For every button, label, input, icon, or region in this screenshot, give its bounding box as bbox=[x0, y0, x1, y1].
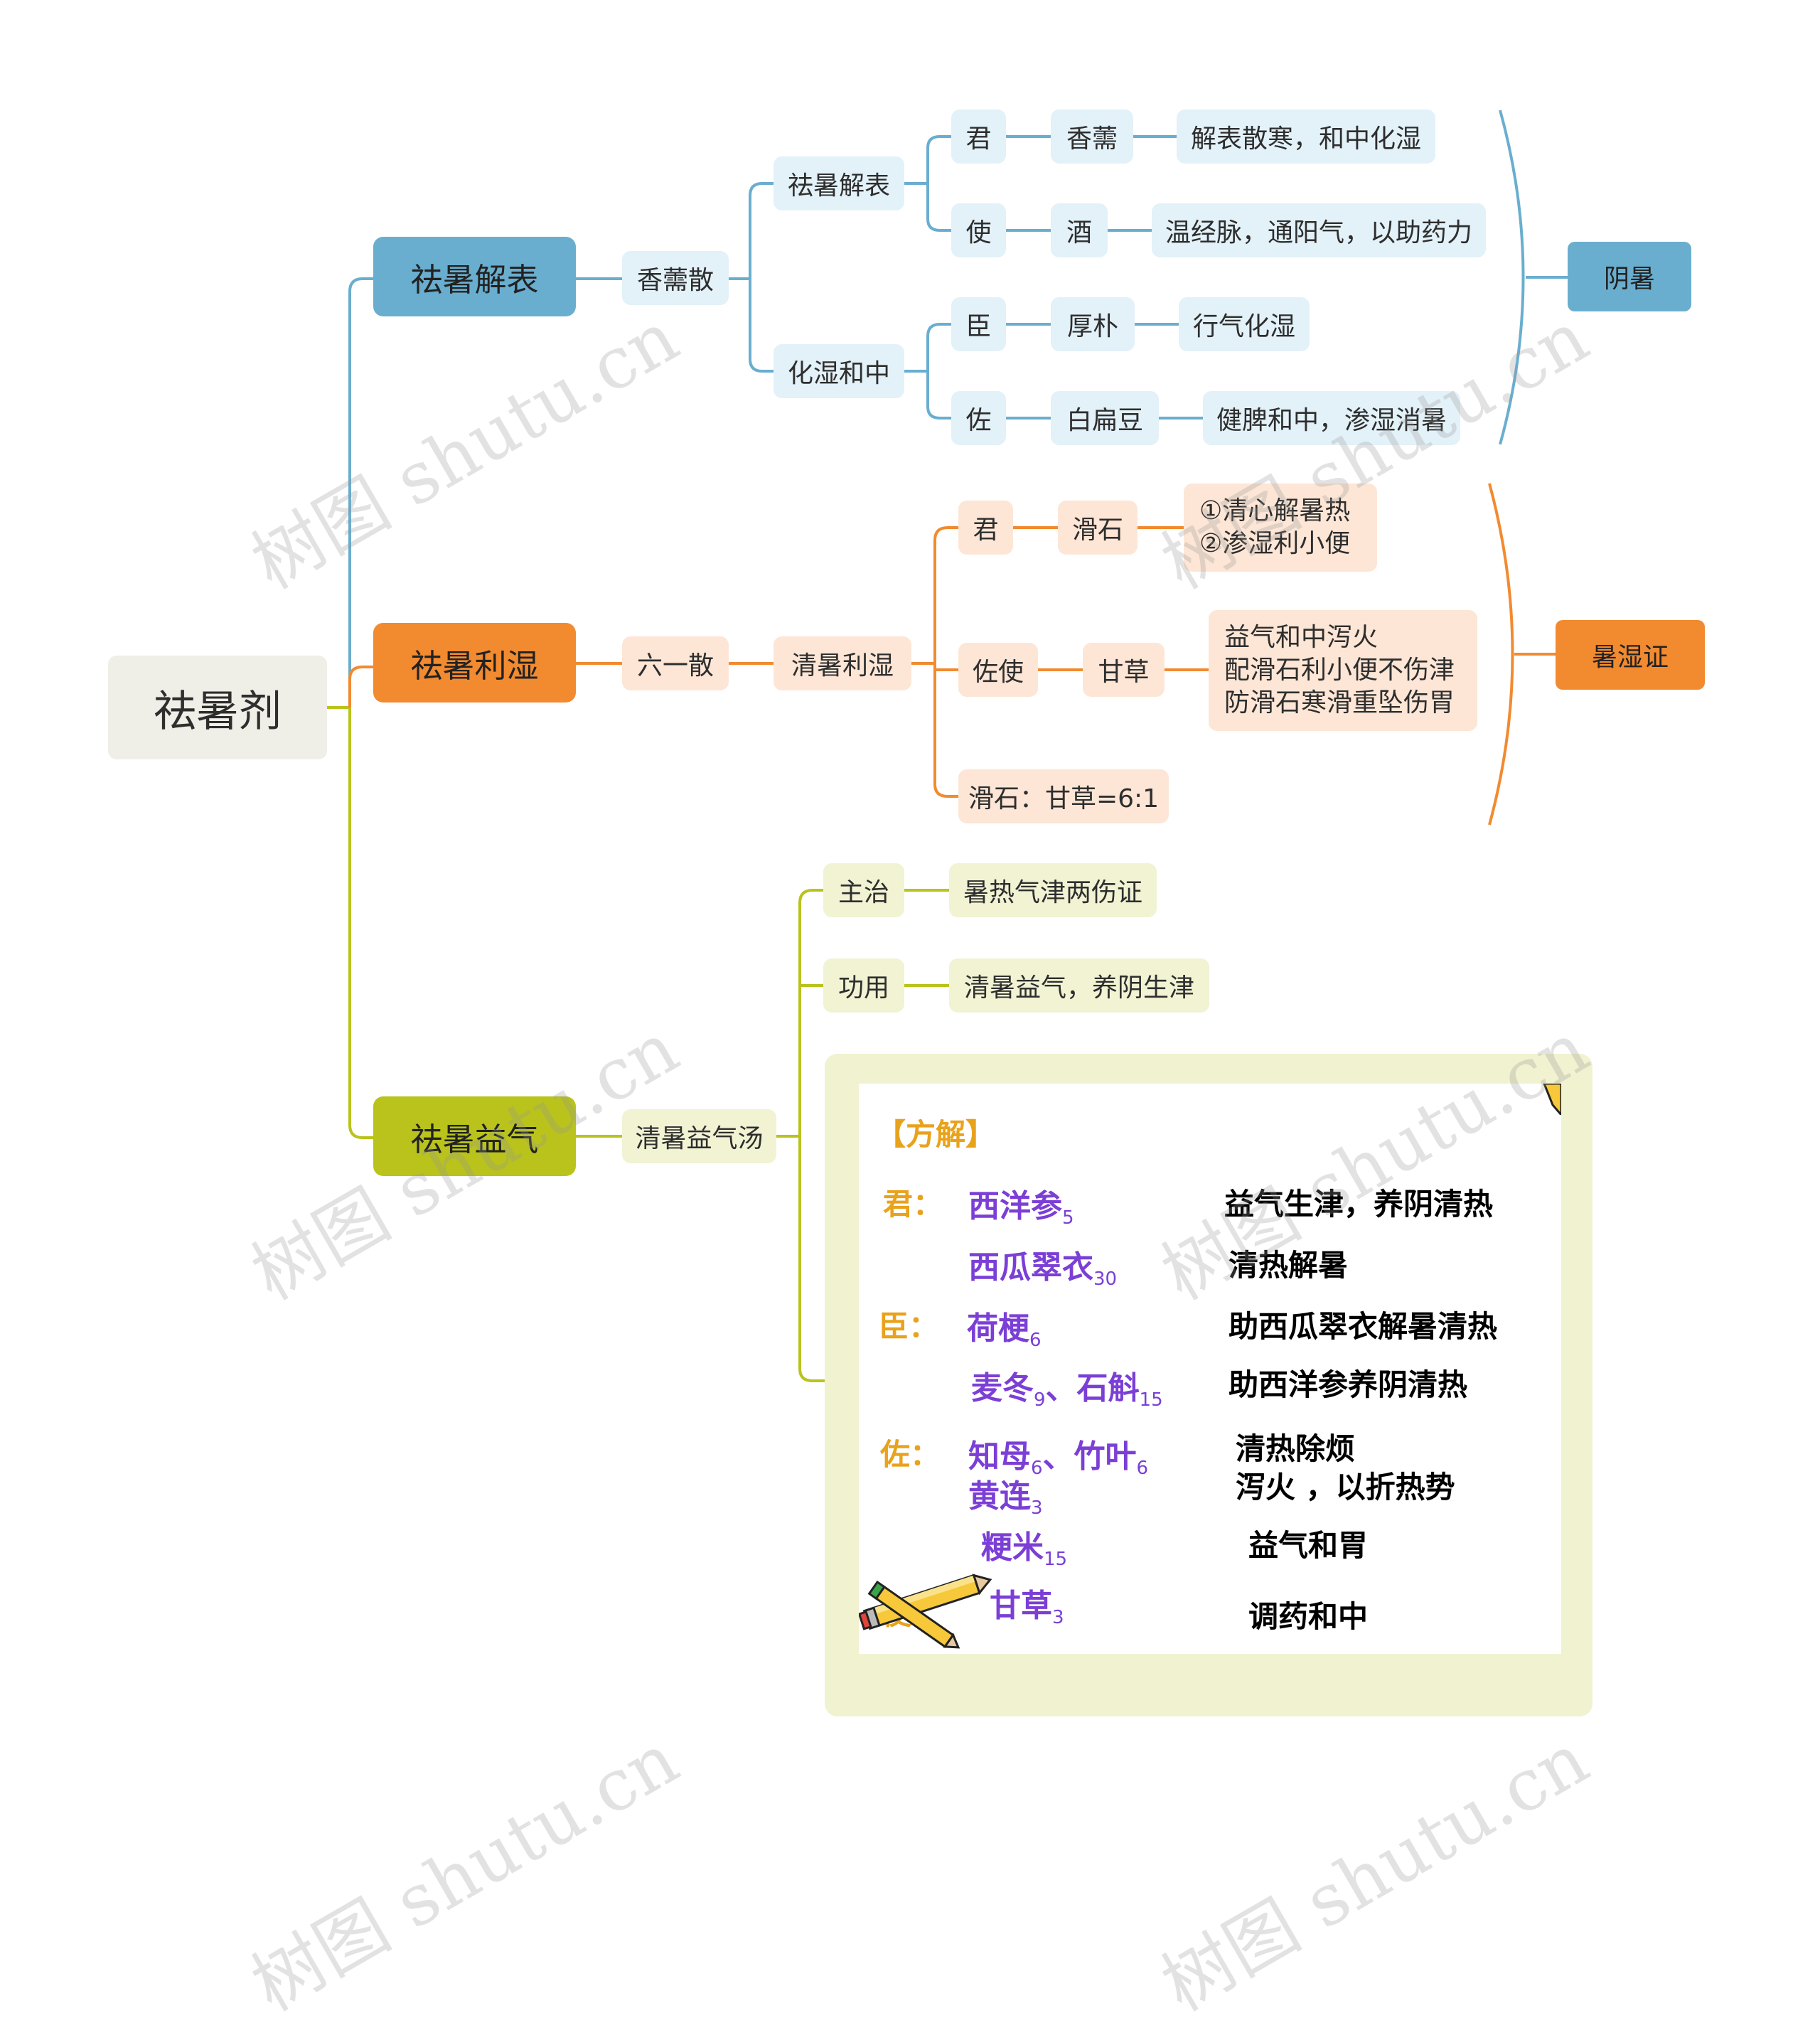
herb-xiangru[interactable]: 香薷 bbox=[1051, 109, 1133, 164]
fangjie-herb-xiguacuiyi: 西瓜翠衣30 bbox=[968, 1249, 1118, 1290]
fangjie-effect-4: 助西洋参养阴清热 bbox=[1228, 1367, 1468, 1402]
mindmap-connectors bbox=[327, 109, 1568, 1382]
effect-xiangru[interactable]: 解表散寒，和中化湿 bbox=[1177, 109, 1435, 164]
effect-baibiandou[interactable]: 健脾和中，渗湿消暑 bbox=[1203, 391, 1460, 445]
fangjie-effect-2: 清热解暑 bbox=[1228, 1248, 1349, 1283]
herb-houpu[interactable]: 厚朴 bbox=[1051, 297, 1135, 351]
fangjie-role-jun: 君： bbox=[883, 1187, 943, 1222]
role-jun-2[interactable]: 君 bbox=[958, 501, 1013, 555]
effect-houpu[interactable]: 行气化湿 bbox=[1179, 297, 1310, 351]
indication-label[interactable]: 主治 bbox=[823, 863, 904, 917]
fangjie-effect-1: 益气生津，养阴清热 bbox=[1224, 1187, 1494, 1222]
root-node[interactable]: 祛暑剂 bbox=[108, 656, 327, 759]
summary-shushizheng[interactable]: 暑湿证 bbox=[1556, 620, 1705, 690]
fangjie-herb-zhimu-zhuye: 知母6、竹叶6 bbox=[968, 1438, 1149, 1479]
fangjie-herb-hegeng: 荷梗6 bbox=[967, 1310, 1042, 1351]
herb-huashi[interactable]: 滑石 bbox=[1058, 501, 1138, 555]
fangjie-herb-maidong-shihu: 麦冬9、石斛15 bbox=[971, 1370, 1163, 1411]
fangjie-effect-6: 益气和胃 bbox=[1248, 1528, 1369, 1563]
role-zuo[interactable]: 佐 bbox=[951, 391, 1006, 445]
role-chen[interactable]: 臣 bbox=[951, 297, 1006, 351]
fangjie-herb-huanglian: 黄连3 bbox=[968, 1478, 1043, 1519]
fangjie-effect-5b: 泻火 ，以折热势 bbox=[1236, 1470, 1455, 1505]
formula-xiangrusan[interactable]: 香薷散 bbox=[622, 251, 729, 305]
effect-jiu[interactable]: 温经脉，通阳气，以助药力 bbox=[1152, 203, 1486, 257]
herb-gancao[interactable]: 甘草 bbox=[1083, 643, 1165, 697]
function-value[interactable]: 清暑益气，养阴生津 bbox=[949, 958, 1209, 1013]
ratio-huashi-gancao[interactable]: 滑石：甘草=6:1 bbox=[958, 769, 1169, 823]
effect-gancao[interactable]: 益气和中泻火 配滑石利小便不伤津 防滑石寒滑重坠伤胃 bbox=[1209, 610, 1477, 731]
formula-liuyisan[interactable]: 六一散 bbox=[622, 636, 729, 690]
role-jun[interactable]: 君 bbox=[951, 109, 1006, 164]
role-zuoshi[interactable]: 佐使 bbox=[958, 643, 1038, 697]
group-qushu-jiebiao[interactable]: 祛暑解表 bbox=[774, 156, 904, 210]
fangjie-herb-jingmi: 粳米15 bbox=[981, 1529, 1068, 1570]
summary-yinshu[interactable]: 阴暑 bbox=[1568, 242, 1691, 311]
root-label: 祛暑剂 bbox=[154, 686, 282, 737]
formula-qingshu-yiqi-tang[interactable]: 清暑益气汤 bbox=[622, 1109, 776, 1163]
herb-jiu[interactable]: 酒 bbox=[1051, 203, 1108, 257]
branch-qushu-lishi[interactable]: 祛暑利湿 bbox=[373, 623, 576, 703]
group-huashi-hezhong[interactable]: 化湿和中 bbox=[774, 344, 904, 398]
herb-baibiandou[interactable]: 白扁豆 bbox=[1051, 391, 1159, 445]
function-label[interactable]: 功用 bbox=[823, 958, 904, 1013]
fangjie-herb-gancao: 甘草3 bbox=[990, 1588, 1064, 1628]
fangjie-title: 【方解】 bbox=[876, 1117, 996, 1152]
fangjie-herb-xiyangshen: 西洋参5 bbox=[968, 1188, 1074, 1229]
pencil-icon bbox=[859, 1574, 992, 1649]
role-shi[interactable]: 使 bbox=[951, 203, 1006, 257]
fangjie-effect-3: 助西瓜翠衣解暑清热 bbox=[1228, 1309, 1498, 1344]
fangjie-role-chen: 臣： bbox=[879, 1309, 939, 1344]
fangjie-effect-5a: 清热除烦 bbox=[1236, 1431, 1356, 1466]
fangjie-effect-7: 调药和中 bbox=[1248, 1599, 1369, 1634]
fangjie-role-zuo: 佐： bbox=[880, 1437, 941, 1472]
branch-qushu-yiqi[interactable]: 祛暑益气 bbox=[373, 1096, 576, 1176]
branch-qushu-jiebiao[interactable]: 祛暑解表 bbox=[373, 237, 576, 316]
pencil-tip-icon bbox=[1543, 1084, 1561, 1115]
effect-huashi[interactable]: ①清心解暑热 ②渗湿利小便 bbox=[1184, 484, 1377, 572]
fangjie-card bbox=[859, 1084, 1561, 1654]
indication-value[interactable]: 暑热气津两伤证 bbox=[949, 863, 1157, 917]
function-qingshu-lishi[interactable]: 清暑利湿 bbox=[774, 636, 911, 690]
